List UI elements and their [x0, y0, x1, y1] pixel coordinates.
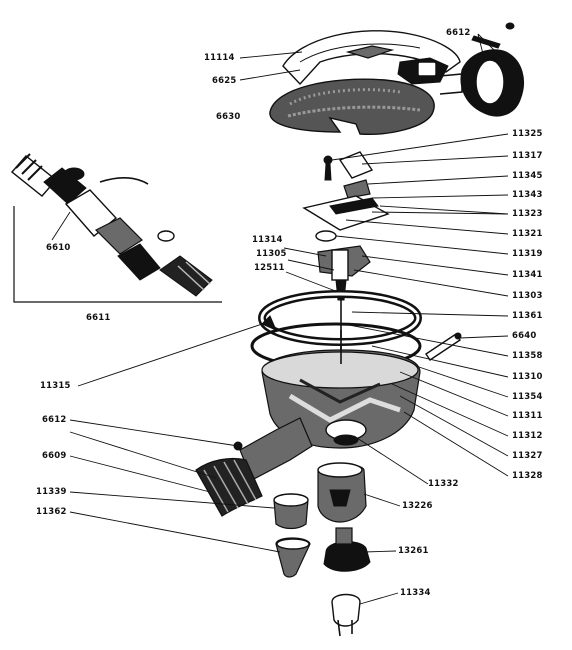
- label-11332: 11332: [428, 479, 459, 489]
- plug-11362-part: [275, 537, 311, 578]
- label-6640: 6640: [512, 331, 536, 341]
- label-11314: 11314: [252, 235, 283, 245]
- label-6610: 6610: [46, 243, 70, 253]
- label-6612-left: 6612: [42, 415, 66, 425]
- label-11323: 11323: [512, 209, 543, 219]
- label-13261: 13261: [398, 546, 429, 556]
- hood-cover-part: [282, 30, 461, 86]
- label-12511: 12511: [254, 263, 285, 273]
- label-11358: 11358: [512, 351, 543, 361]
- label-11354: 11354: [512, 392, 543, 402]
- label-11328: 11328: [512, 471, 543, 481]
- filter-pad-part: [269, 78, 435, 136]
- label-11341: 11341: [512, 270, 543, 280]
- label-11321: 11321: [512, 229, 543, 239]
- label-6611: 6611: [86, 313, 110, 323]
- hose-fitting-part: [439, 22, 524, 117]
- label-11343: 11343: [512, 190, 543, 200]
- label-6630: 6630: [216, 112, 240, 122]
- label-6609: 6609: [42, 451, 66, 461]
- label-11345: 11345: [512, 171, 543, 181]
- inlet-hose-part: [195, 457, 263, 517]
- label-11319: 11319: [512, 249, 543, 259]
- label-11315: 11315: [40, 381, 71, 391]
- label-11362: 11362: [36, 507, 67, 517]
- label-11114: 11114: [204, 53, 235, 63]
- part-number-labels: 11114 6625 6630 6612 11325 11317 11345 1…: [36, 28, 543, 598]
- inset-hose-assembly: [10, 153, 213, 297]
- leader-lines: [51, 33, 509, 605]
- label-6625: 6625: [212, 76, 236, 86]
- label-11339: 11339: [36, 487, 67, 497]
- label-11334: 11334: [400, 588, 431, 598]
- label-11303: 11303: [512, 291, 543, 301]
- knob-part: [323, 527, 371, 572]
- inset-frame: [13, 206, 222, 303]
- label-13226: 13226: [402, 501, 433, 511]
- nozzle-part: [317, 462, 367, 523]
- label-11325: 11325: [512, 129, 543, 139]
- label-11305: 11305: [256, 249, 287, 259]
- label-6612-top: 6612: [446, 28, 470, 38]
- plug-11339-part: [273, 493, 309, 530]
- label-11310: 11310: [512, 372, 543, 382]
- label-11317: 11317: [512, 151, 543, 161]
- spring-clip-part: [331, 593, 361, 637]
- label-11327: 11327: [512, 451, 543, 461]
- label-11311: 11311: [512, 411, 543, 421]
- label-11312: 11312: [512, 431, 543, 441]
- pin-part: [425, 332, 462, 361]
- label-11361: 11361: [512, 311, 543, 321]
